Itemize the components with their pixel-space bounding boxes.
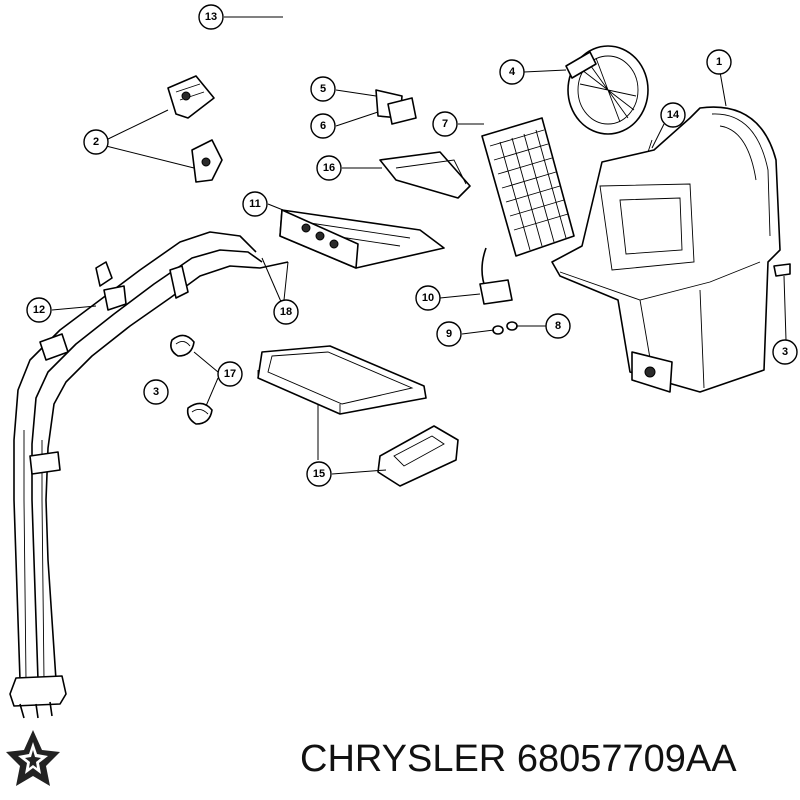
- callout-8: 8: [545, 313, 571, 339]
- svg-text:9: 9: [446, 328, 452, 340]
- callout-17: 17: [217, 361, 243, 387]
- svg-text:2: 2: [93, 136, 99, 148]
- callout-6: 6: [310, 113, 336, 139]
- callout-16: 16: [316, 155, 342, 181]
- svg-text:5: 5: [320, 83, 326, 95]
- callout-7: 7: [432, 111, 458, 137]
- svg-text:8: 8: [555, 320, 561, 332]
- part-label: CHRYSLER 68057709AA: [300, 738, 737, 781]
- part-1-hvac-housing: [551, 71, 781, 393]
- callout-12: 12: [26, 297, 52, 323]
- callout-10: 10: [415, 285, 441, 311]
- part-7-heater-core: [458, 117, 575, 257]
- part-11-evaporator: [267, 203, 445, 269]
- part-number: 68057709AA: [516, 738, 737, 780]
- part-10-tube-valve: [439, 247, 513, 305]
- part-2-actuators: [105, 75, 223, 183]
- svg-text:10: 10: [422, 292, 434, 304]
- callout-3-right: 3: [772, 339, 798, 365]
- svg-text:11: 11: [249, 198, 261, 210]
- callout-18: 18: [273, 299, 299, 325]
- svg-text:13: 13: [205, 11, 217, 23]
- callout-5: 5: [310, 76, 336, 102]
- svg-text:12: 12: [33, 304, 45, 316]
- svg-text:15: 15: [313, 468, 325, 480]
- svg-text:14: 14: [667, 109, 680, 121]
- callout-11: 11: [242, 191, 268, 217]
- svg-text:3: 3: [153, 386, 159, 398]
- callout-14: 14: [660, 102, 686, 128]
- callout-9: 9: [436, 321, 462, 347]
- callout-15: 15: [306, 461, 332, 487]
- svg-text:6: 6: [320, 120, 326, 132]
- svg-text:18: 18: [280, 306, 292, 318]
- part-15-filter-tray: [257, 345, 459, 487]
- svg-text:3: 3: [782, 346, 788, 358]
- svg-text:7: 7: [442, 118, 448, 130]
- chrysler-pentastar-icon: [6, 730, 60, 786]
- callout-1: 1: [706, 49, 732, 75]
- callout-4: 4: [499, 59, 525, 85]
- part-12-refrigerant-lines: [9, 231, 289, 719]
- brand-name: CHRYSLER: [300, 738, 507, 780]
- part-17-clamps: [170, 334, 219, 425]
- svg-text:16: 16: [323, 162, 335, 174]
- svg-text:4: 4: [509, 66, 516, 78]
- callout-3-left: 3: [143, 379, 169, 405]
- part-5-6-sensor: [335, 89, 417, 127]
- svg-text:17: 17: [224, 368, 236, 380]
- callout-2: 2: [83, 129, 109, 155]
- part-8-9-o-rings: [461, 321, 546, 335]
- svg-text:1: 1: [716, 56, 722, 68]
- callout-13: 13: [198, 4, 224, 30]
- part-4-blower-motor: [523, 45, 649, 135]
- part-16-duct-adapter: [342, 151, 471, 199]
